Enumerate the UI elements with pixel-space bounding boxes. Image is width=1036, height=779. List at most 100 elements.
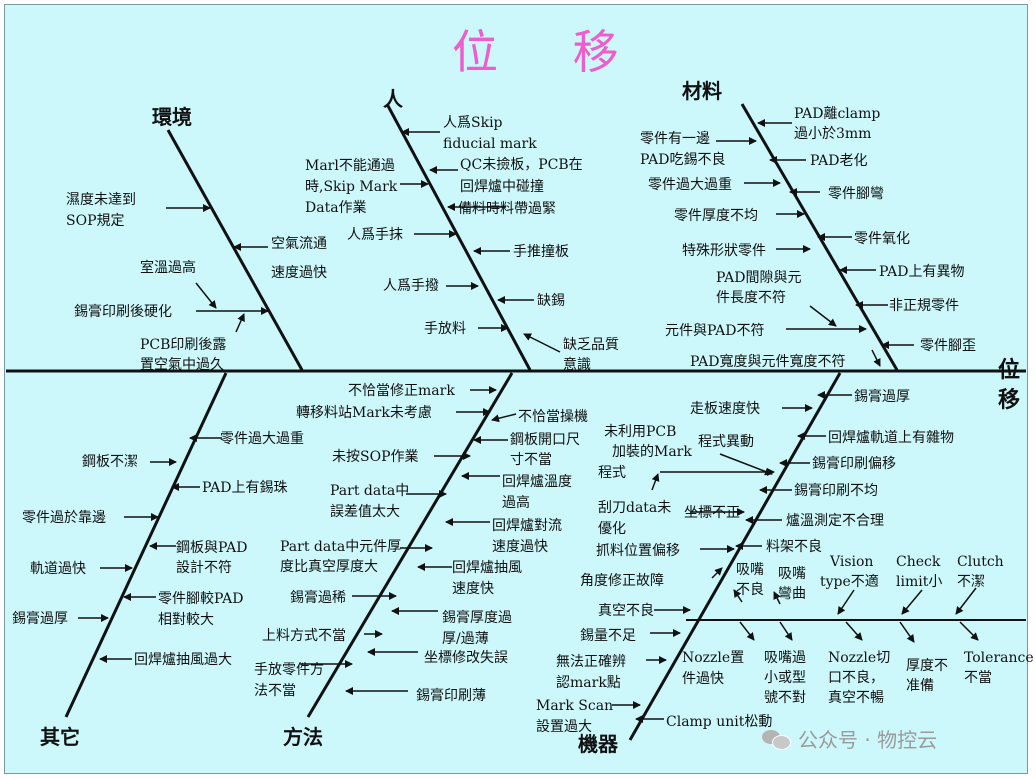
cause-label: 不潔 bbox=[957, 574, 985, 590]
cause-label: 零件厚度不均 bbox=[674, 208, 758, 224]
cause-label: 未利用PCB bbox=[604, 424, 676, 440]
cause-label: 零件過於靠邊 bbox=[22, 510, 106, 526]
cause-label: 回焊爐抽風過大 bbox=[134, 652, 232, 668]
category-environment: 環境 bbox=[152, 105, 192, 129]
cause-label: QC未撿板，PCB在 bbox=[460, 156, 583, 173]
cause-label: 零件腳彎 bbox=[828, 186, 884, 202]
cause-label: 零件過大過重 bbox=[648, 177, 732, 193]
main-bones bbox=[64, 103, 1026, 741]
diagram-frame bbox=[4, 4, 1028, 774]
cause-label: 意識 bbox=[563, 356, 591, 373]
cause-label: SOP規定 bbox=[66, 213, 125, 229]
cause-label: 無法正確辨 bbox=[556, 654, 626, 670]
wechat-watermark: 公众号 · 物控云 bbox=[762, 724, 937, 753]
cause-label: 零件過大過重 bbox=[220, 431, 304, 447]
cause-label: 吸嘴 bbox=[778, 566, 806, 582]
cause-label: 件長度不符 bbox=[716, 290, 786, 306]
causes-environment: 濕度未達到 SOP規定 空氣流通 速度過快 室溫過高 錫膏印刷後硬化 PCB印刷… bbox=[66, 192, 327, 373]
cause-label: 准備 bbox=[906, 678, 934, 694]
cause-label: 回焊爐抽風 bbox=[452, 560, 522, 576]
cause-label: 室溫過高 bbox=[140, 259, 196, 276]
cause-label: 錫膏印刷偏移 bbox=[812, 455, 896, 472]
cause-label: limit小 bbox=[896, 574, 942, 590]
bone-other bbox=[64, 372, 228, 718]
cause-label: 回焊爐軌道上有雜物 bbox=[828, 430, 954, 446]
cause-label: 濕度未達到 bbox=[66, 192, 136, 208]
cause-label: 錫膏厚度過 bbox=[442, 609, 512, 626]
cause-label: 零件氧化 bbox=[854, 231, 910, 247]
cause-label: 彎曲 bbox=[778, 586, 806, 602]
cause-label: 上料方式不當 bbox=[262, 628, 346, 644]
cause-label: 轉移料站Mark未考慮 bbox=[296, 405, 432, 421]
cause-label: 真空不良 bbox=[598, 603, 654, 619]
cause-label: PAD間隙與元 bbox=[716, 270, 801, 286]
cause-label: 抓料位置偏移 bbox=[596, 543, 680, 559]
cause-label: Clutch bbox=[957, 554, 1004, 570]
cause-label: 人爲手抹 bbox=[347, 227, 403, 243]
cause-label: 加裝的Mark bbox=[612, 444, 692, 460]
cause-label: 件過快 bbox=[682, 671, 724, 687]
cause-label: 走板速度快 bbox=[690, 401, 760, 417]
cause-label: 未按SOP作業 bbox=[332, 449, 419, 465]
cause-label: Nozzle置 bbox=[682, 650, 744, 666]
cause-label: 特殊形狀零件 bbox=[682, 243, 766, 259]
cause-label: 角度修正故障 bbox=[580, 573, 664, 589]
category-machine: 機器 bbox=[578, 732, 619, 756]
cause-label: Marl不能通過 bbox=[305, 158, 395, 174]
causes-material: PAD離clamp 過小於3mm 零件有一邊 PAD吃錫不良 PAD老化 零件過… bbox=[640, 105, 976, 370]
cause-label: 元件與PAD不符 bbox=[665, 323, 764, 339]
cause-label: Vision bbox=[829, 554, 873, 570]
cause-label: PAD上有錫珠 bbox=[202, 480, 287, 496]
cause-label: 厚度不 bbox=[906, 658, 948, 674]
category-other: 其它 bbox=[40, 725, 80, 749]
effect-label-2: 移 bbox=[998, 387, 1020, 413]
cause-label: 錫量不足 bbox=[580, 628, 636, 644]
cause-label: 真空不暢 bbox=[828, 689, 884, 706]
cause-label: 小或型 bbox=[764, 670, 806, 686]
cause-label: 爐溫測定不合理 bbox=[786, 513, 884, 529]
cause-label: 過高 bbox=[502, 494, 530, 511]
cause-label: Check bbox=[896, 554, 941, 570]
wechat-icon bbox=[762, 728, 791, 750]
cause-label: 置空氣中過久 bbox=[140, 357, 224, 373]
cause-label: 人爲Skip bbox=[443, 115, 503, 131]
cause-arrows bbox=[78, 119, 979, 723]
cause-label: Tolerance bbox=[964, 650, 1034, 666]
cause-label: Data作業 bbox=[305, 200, 367, 216]
category-method: 方法 bbox=[283, 725, 323, 749]
watermark-text: 公众号 · 物控云 bbox=[798, 728, 938, 752]
causes-other: 鋼板不潔 零件過大過重 PAD上有錫珠 零件過於靠邊 鋼板與PAD 設計不符 軌… bbox=[12, 431, 304, 668]
cause-label: 不恰當操機 bbox=[518, 409, 588, 425]
cause-label: 料架不良 bbox=[766, 539, 822, 555]
cause-label: Mark Scan bbox=[536, 698, 613, 714]
cause-label: 速度過快 bbox=[271, 265, 327, 281]
cause-label: 程式異動 bbox=[698, 434, 754, 450]
cause-label: PAD上有異物 bbox=[879, 264, 964, 280]
cause-label: Nozzle切 bbox=[828, 650, 890, 666]
cause-label: 厚/過薄 bbox=[442, 631, 489, 647]
cause-label: 度比真空厚度大 bbox=[280, 559, 378, 575]
cause-label: 空氣流通 bbox=[271, 236, 327, 252]
cause-label: PAD吃錫不良 bbox=[640, 152, 725, 168]
cause-label: 優化 bbox=[598, 521, 626, 537]
cause-label: 鋼板開口尺 bbox=[510, 432, 580, 448]
cause-label: 錫膏印刷後硬化 bbox=[74, 303, 172, 320]
cause-label: PCB印刷後露 bbox=[140, 337, 226, 353]
cause-label: 回焊爐中碰撞 bbox=[460, 179, 544, 195]
cause-label: 鋼板與PAD bbox=[176, 540, 247, 556]
diagram-title: 位 移 bbox=[452, 25, 649, 79]
cause-label: 零件腳較PAD bbox=[158, 591, 243, 607]
cause-label: 設置過大 bbox=[536, 719, 592, 735]
cause-label: 不恰當修正mark bbox=[348, 383, 455, 399]
cause-label: 法不當 bbox=[254, 683, 296, 699]
cause-label: 錫膏過稀 bbox=[290, 589, 346, 606]
cause-label: 軌道過快 bbox=[30, 561, 86, 577]
cause-label: 手放料 bbox=[424, 321, 466, 337]
cause-label: 口不良， bbox=[828, 670, 884, 686]
cause-label: 速度過快 bbox=[492, 539, 548, 555]
cause-label: Part data中 bbox=[330, 483, 409, 499]
cause-label: 設計不符 bbox=[176, 560, 232, 576]
cause-label: 不良 bbox=[736, 582, 764, 598]
cause-label: 鋼板不潔 bbox=[82, 454, 138, 470]
cause-label: 寸不當 bbox=[510, 452, 552, 468]
